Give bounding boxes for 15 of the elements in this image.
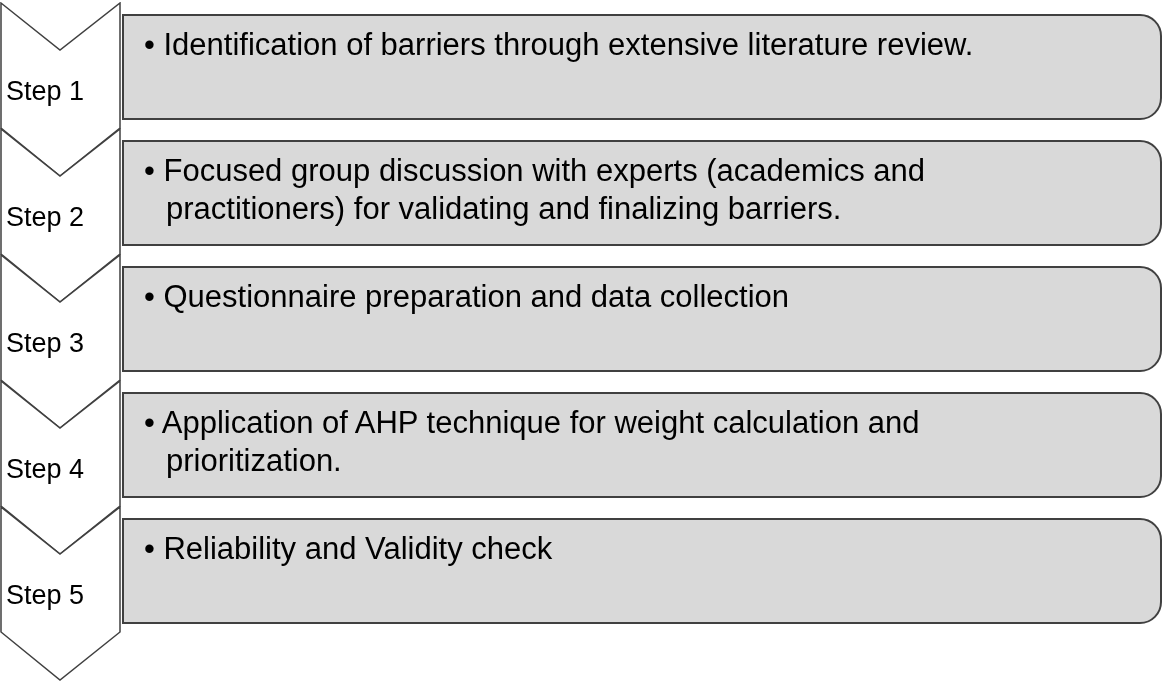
step-box [122, 392, 1162, 498]
step-label: Step 3 [6, 328, 85, 359]
bullet-text: • Reliability and Validity check [144, 530, 554, 568]
step-label: Step 2 [6, 202, 85, 233]
step-label: Step 5 [6, 580, 85, 611]
bullet-text: • Identification of barriers through extensive literature review. [144, 26, 975, 64]
bullet-text: • Application of AHP technique for weight calculation and prioritization. [144, 404, 921, 480]
step-label: Step 4 [6, 454, 85, 485]
step-box [122, 140, 1162, 246]
step-label: Step 1 [6, 76, 85, 107]
step-box [122, 518, 1162, 624]
step-box [122, 14, 1162, 120]
bullet-text: • Focused group discussion with experts (academics and practitioners) for validating and finalizing barriers. [144, 152, 927, 228]
bullet-text: • Questionnaire preparation and data collection [144, 278, 791, 316]
step-box [122, 266, 1162, 372]
